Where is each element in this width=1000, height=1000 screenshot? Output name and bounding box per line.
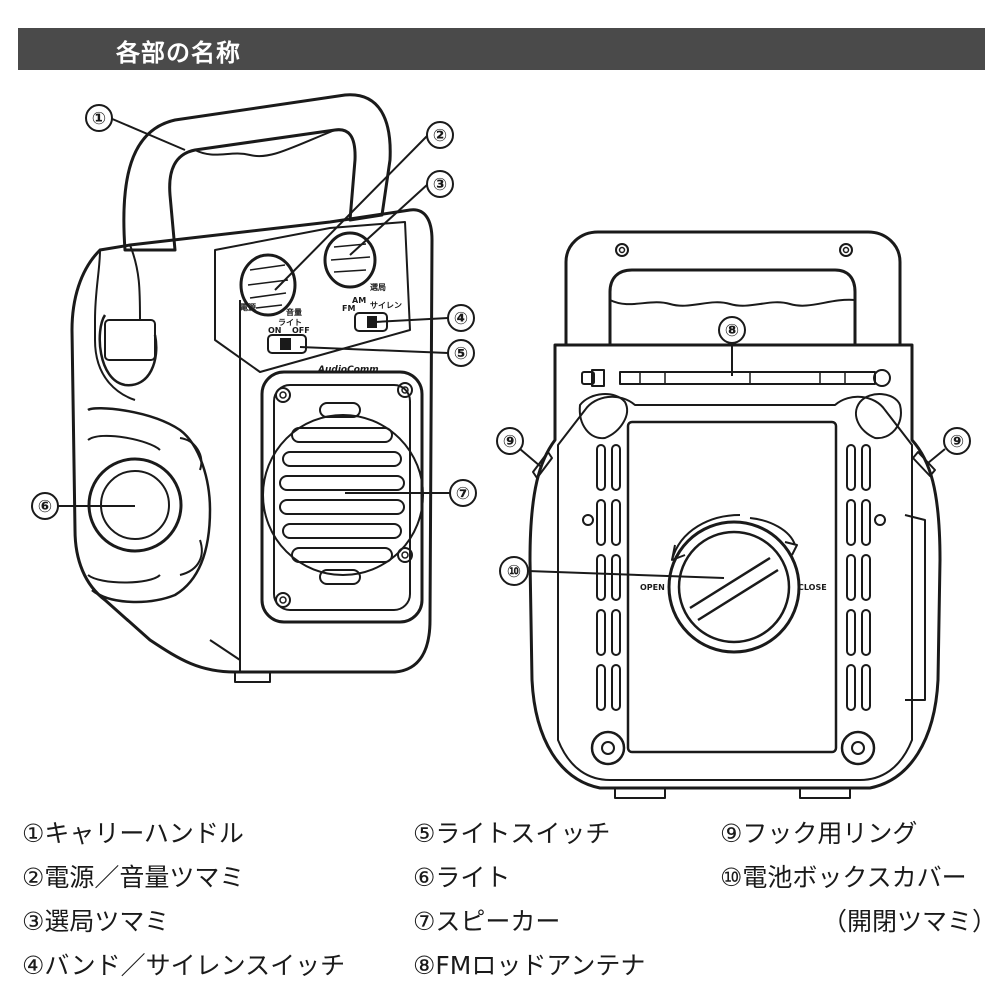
section-title: 各部の名称 — [116, 39, 241, 67]
part-item: ⑨フック用リング — [720, 819, 918, 848]
fm-rod-antenna — [581, 369, 891, 387]
speaker — [260, 370, 424, 624]
parts-list-column-1: ①キャリーハンドル ②電源／音量ツマミ ③選局ツマミ ④バンド／サイレンスイッチ — [22, 812, 345, 988]
part-item: ⑥ライト — [413, 863, 511, 892]
tuning-knob — [323, 231, 377, 289]
callout-2: ② — [433, 126, 447, 146]
volume-label: 音量 — [286, 307, 302, 317]
callout-4: ④ — [454, 309, 468, 329]
control-panel — [214, 221, 411, 373]
light-label: ライト — [278, 318, 302, 327]
product-diagram: 音量 電源 選局 FM AM サイレン ON OFF ライト AudioComm — [31, 93, 971, 799]
callout-badges — [31, 104, 971, 586]
callout-6: ⑥ — [38, 497, 52, 517]
back-vent-slots-right — [846, 444, 871, 711]
fm-label: FM — [342, 304, 355, 313]
brand-logo: AudioComm — [317, 365, 379, 375]
siren-label: サイレン — [370, 301, 402, 310]
am-label: AM — [352, 296, 366, 305]
callout-7: ⑦ — [456, 484, 470, 504]
callout-3: ③ — [433, 175, 447, 195]
part-item-note: （開閉ツマミ） — [822, 907, 998, 936]
battery-cover-knob — [667, 514, 801, 654]
callout-8: ⑧ — [725, 321, 739, 341]
part-item: ⑩電池ボックスカバー — [720, 863, 967, 892]
close-label: CLOSE — [798, 583, 827, 592]
part-item: ③選局ツマミ — [22, 907, 170, 936]
callout-9-left: ⑨ — [503, 432, 517, 452]
part-item: ④バンド／サイレンスイッチ — [22, 951, 346, 980]
light-on-label: ON — [268, 326, 282, 335]
callout-1: ① — [92, 109, 106, 129]
callout-10: ⑩ — [507, 562, 521, 582]
parts-list-column-3: ⑨フック用リング ⑩電池ボックスカバー （開閉ツマミ） — [720, 812, 997, 944]
radio-back-view: OPEN CLOSE — [528, 230, 942, 799]
radio-body-front — [70, 208, 434, 674]
hook-ring-left — [532, 451, 553, 479]
callout-numbers: ① ② ③ ④ ⑤ ⑥ ⑦ ⑧ ⑨ ⑨ ⑩ — [38, 109, 964, 582]
light-off-label: OFF — [292, 326, 310, 335]
part-item: ①キャリーハンドル — [22, 819, 244, 848]
back-vent-slots-left — [596, 444, 621, 711]
callout-9-right: ⑨ — [950, 432, 964, 452]
radio-body-back — [528, 343, 942, 790]
radio-front-view: 音量 電源 選局 FM AM サイレン ON OFF ライト AudioComm — [70, 93, 434, 683]
tuning-label: 選局 — [370, 282, 386, 292]
leader-lines — [58, 117, 946, 579]
part-item: ⑧FMロッドアンテナ — [413, 951, 646, 980]
callout-5: ⑤ — [454, 344, 468, 364]
part-item: ②電源／音量ツマミ — [22, 863, 245, 892]
carry-handle — [122, 93, 392, 252]
part-item: ⑤ライトスイッチ — [413, 819, 611, 848]
part-item: ⑦スピーカー — [413, 907, 561, 936]
power-volume-knob — [239, 253, 297, 317]
power-label: 電源 — [240, 302, 256, 312]
section-header-bar: 各部の名称 — [18, 28, 985, 70]
parts-list-column-2: ⑤ライトスイッチ ⑥ライト ⑦スピーカー ⑧FMロッドアンテナ — [413, 812, 645, 988]
hook-ring-right — [912, 451, 936, 477]
open-label: OPEN — [640, 583, 665, 592]
